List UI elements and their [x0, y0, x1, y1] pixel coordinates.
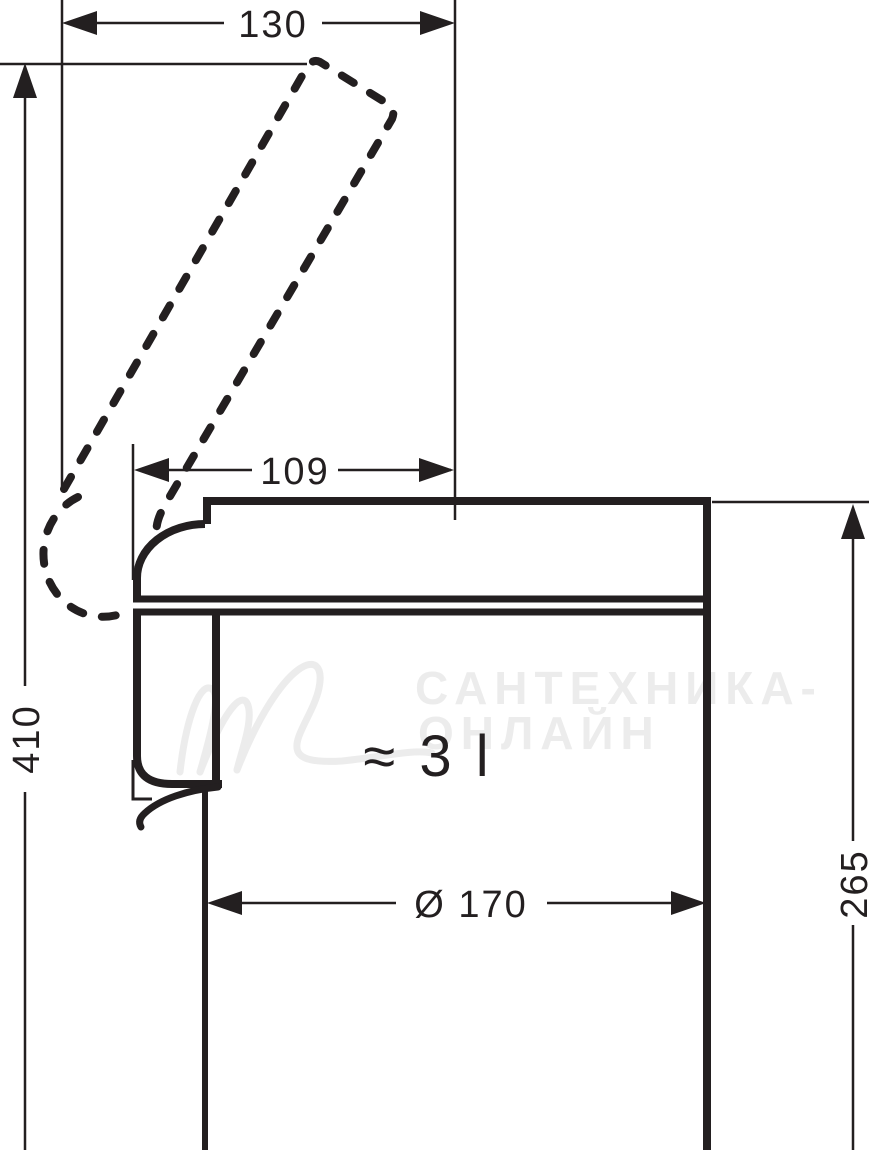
dimension-label-109: 109 — [260, 451, 329, 493]
arrowhead-right-icon — [419, 458, 454, 482]
watermark-text-line1: САНТЕХНИКА- — [415, 662, 823, 714]
watermark-swash — [233, 660, 436, 774]
dimension-130: 130 — [62, 4, 455, 46]
arrowhead-up-icon — [13, 63, 37, 98]
dimension-label-410: 410 — [6, 704, 48, 773]
dimension-diameter-170: Ø 170 — [207, 884, 706, 926]
watermark-swash — [176, 684, 219, 776]
arrowhead-left-icon — [207, 891, 242, 915]
pedal-bracket-outline — [133, 612, 222, 788]
pedal-foot-curve — [136, 783, 222, 831]
lid-top-and-right-wall — [203, 497, 711, 1150]
dimension-410: 410 — [6, 63, 48, 1150]
extension-lines — [0, 0, 869, 580]
open-lid-dashed-outline — [39, 56, 398, 621]
open-lid-dashed-rectangle — [60, 56, 398, 546]
bin-outline — [131, 497, 711, 1150]
dimension-109: 109 — [134, 451, 454, 493]
lid-left-arc — [133, 520, 206, 600]
watermark-text-line2: ОНЛАЙН — [418, 707, 661, 759]
dimension-label-130: 130 — [238, 4, 307, 46]
dimension-label-265: 265 — [834, 849, 876, 918]
watermark: САНТЕХНИКА- ОНЛАЙН — [176, 660, 823, 776]
pedal-bracket-thin-edge — [131, 760, 152, 801]
dimension-265: 265 — [834, 504, 876, 1150]
capacity-label: ≈ 3 l — [363, 724, 492, 789]
arrowhead-up-icon — [841, 504, 865, 539]
arrowhead-left-icon — [134, 458, 169, 482]
arrowhead-right-icon — [420, 11, 455, 35]
hinge-circle-dashed-arc — [39, 493, 132, 621]
arrowhead-right-icon — [671, 891, 706, 915]
arrowhead-left-icon — [62, 11, 97, 35]
dimension-label-diameter-170: Ø 170 — [414, 884, 528, 926]
